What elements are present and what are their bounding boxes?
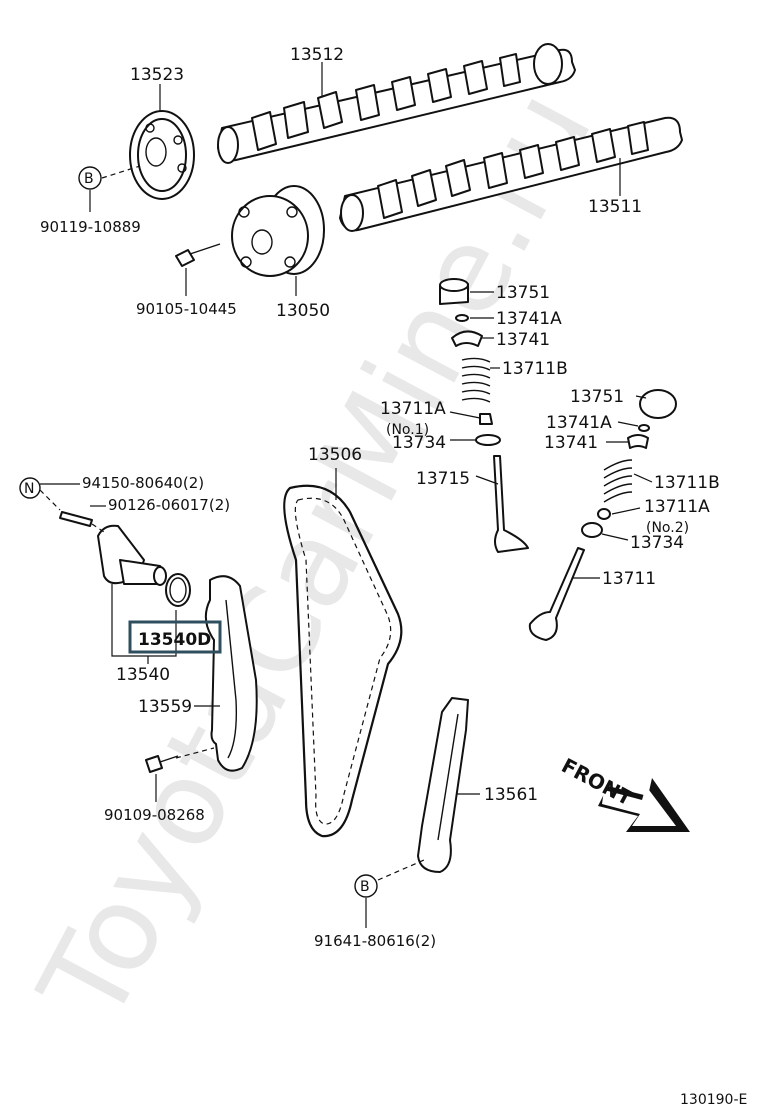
valve-lifter-13751-no1[interactable] <box>439 278 469 305</box>
label-13511[interactable]: 13511 <box>588 197 642 217</box>
label-13540[interactable]: 13540 <box>116 665 170 685</box>
valve-spring-13711B-no1[interactable] <box>461 357 491 403</box>
stud-90126-06017[interactable] <box>59 511 93 527</box>
marker-b-text-2: B <box>360 879 370 895</box>
label-13741A-no2[interactable]: 13741A <box>546 413 612 433</box>
highlight-box-13540D <box>128 620 222 654</box>
label-no1: (No.1) <box>386 422 429 438</box>
marker-n-text: N <box>24 481 34 497</box>
retainer-13741-no2[interactable] <box>627 434 649 449</box>
label-13711[interactable]: 13711 <box>602 569 656 589</box>
vvt-gear-assembly-13050[interactable] <box>231 185 325 277</box>
label-91641-80616[interactable]: 91641-80616(2) <box>314 932 436 950</box>
label-13741A-no1[interactable]: 13741A <box>496 309 562 329</box>
label-90109-08268[interactable]: 90109-08268 <box>104 806 205 824</box>
label-13540D[interactable]: 13540D <box>138 630 211 650</box>
label-13711B-no1[interactable]: 13711B <box>502 359 568 379</box>
keeper-13741A-no2[interactable] <box>638 424 650 432</box>
front-label: FRONT <box>558 753 637 810</box>
chain-guide-13561[interactable] <box>417 697 469 873</box>
cam-sprocket-13523[interactable] <box>129 110 195 200</box>
retainer-13741-no1[interactable] <box>451 330 483 347</box>
label-90119-10889[interactable]: 90119-10889 <box>40 218 141 236</box>
valve-seal-13711A-no2[interactable] <box>597 508 611 520</box>
label-13512[interactable]: 13512 <box>290 45 344 65</box>
valve-lifter-13751-no2[interactable] <box>639 389 677 419</box>
label-13734-no1[interactable]: 13734 <box>392 433 446 453</box>
valve-seat-13734-no2[interactable] <box>581 522 603 538</box>
valve-seal-13711A-no1[interactable] <box>479 413 493 425</box>
bolt-90105-10445[interactable] <box>175 243 221 267</box>
diagram-code: 130190-E <box>680 1092 747 1108</box>
camshaft-13512[interactable] <box>217 43 576 164</box>
label-13751-no2[interactable]: 13751 <box>570 387 624 407</box>
label-13506[interactable]: 13506 <box>308 445 362 465</box>
label-13561[interactable]: 13561 <box>484 785 538 805</box>
label-94150-80640[interactable]: 94150-80640(2) <box>82 474 204 492</box>
label-13715[interactable]: 13715 <box>416 469 470 489</box>
valve-13715[interactable] <box>493 455 529 553</box>
label-13741-no2[interactable]: 13741 <box>544 433 598 453</box>
nut-marker-n <box>19 477 41 499</box>
label-13741-no1[interactable]: 13741 <box>496 330 550 350</box>
label-13751-no1[interactable]: 13751 <box>496 283 550 303</box>
label-13711A-no2[interactable]: 13711A <box>644 497 710 517</box>
valve-spring-13711B-no2[interactable] <box>603 459 633 503</box>
label-13523[interactable]: 13523 <box>130 65 184 85</box>
front-arrow-icon <box>598 778 690 832</box>
camshaft-13511[interactable] <box>339 116 683 232</box>
label-no2: (No.2) <box>646 520 689 536</box>
bolt-marker-b-2 <box>354 874 378 898</box>
marker-b-text: B <box>84 171 94 187</box>
chain-tensioner-13540[interactable] <box>97 524 167 586</box>
valve-13711[interactable] <box>528 547 585 641</box>
label-13711B-no2[interactable]: 13711B <box>654 473 720 493</box>
label-13050[interactable]: 13050 <box>276 301 330 321</box>
keeper-13741A-no1[interactable] <box>455 314 469 322</box>
label-13734-no2[interactable]: 13734 <box>630 533 684 553</box>
label-13711A-no1[interactable]: 13711A <box>380 399 446 419</box>
bolt-90109-08268[interactable] <box>145 755 179 773</box>
timing-chain-13506[interactable] <box>283 484 403 838</box>
label-90126-06017[interactable]: 90126-06017(2) <box>108 496 230 514</box>
valve-seat-13734-no1[interactable] <box>475 434 501 446</box>
label-13559[interactable]: 13559 <box>138 697 192 717</box>
bolt-marker-b <box>78 166 102 190</box>
label-90105-10445[interactable]: 90105-10445 <box>136 300 237 318</box>
